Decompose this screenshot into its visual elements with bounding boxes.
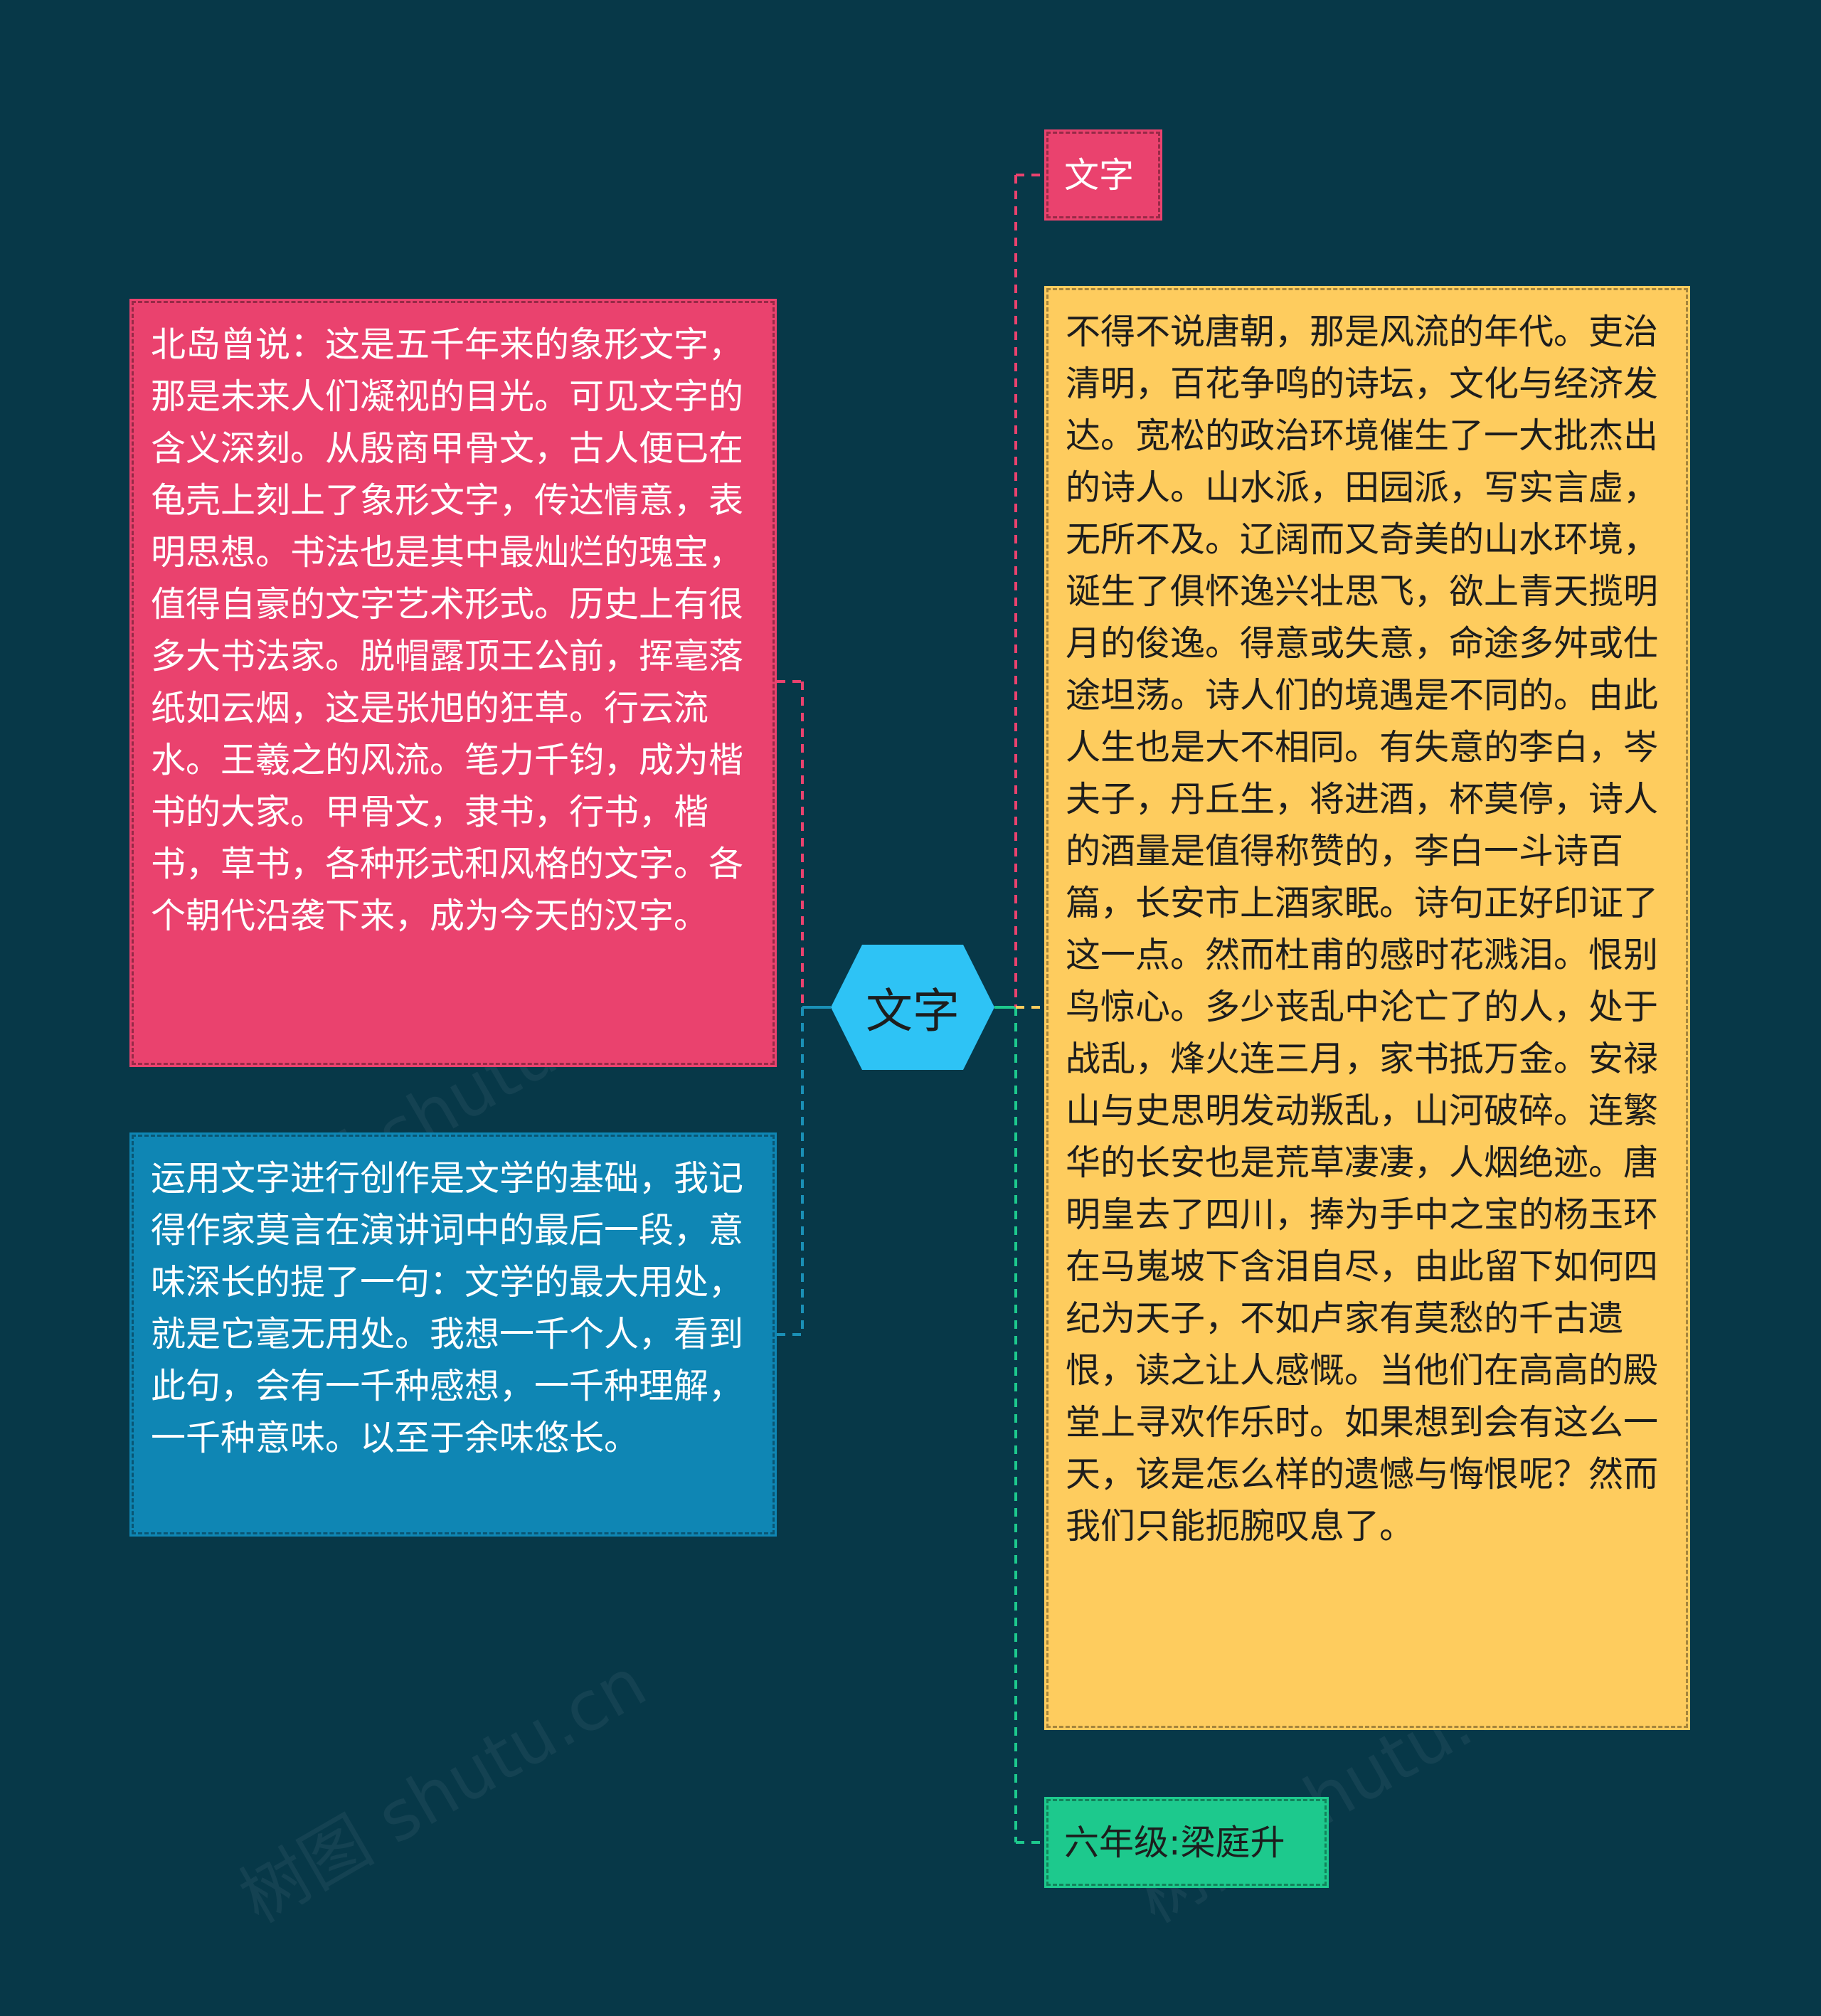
central-topic[interactable]: 文字	[831, 945, 994, 1070]
hexagon-shape	[831, 945, 994, 1070]
central-topic-label: 文字	[866, 984, 960, 1039]
right-topic-title[interactable]: 文字	[1044, 129, 1162, 221]
right-topic-tang-poetry[interactable]: 不得不说唐朝，那是风流的年代。吏治清明，百花争鸣的诗坛，文化与经济发达。宽松的政…	[1044, 286, 1690, 1730]
left-topic-calligraphy[interactable]: 北岛曾说：这是五千年来的象形文字，那是未来人们凝视的目光。可见文字的含义深刻。从…	[129, 299, 777, 1067]
right-topic-author[interactable]: 六年级:梁庭升	[1044, 1797, 1329, 1888]
left-topic-literature[interactable]: 运用文字进行创作是文学的基础，我记得作家莫言在演讲词中的最后一段，意味深长的提了…	[129, 1132, 777, 1537]
